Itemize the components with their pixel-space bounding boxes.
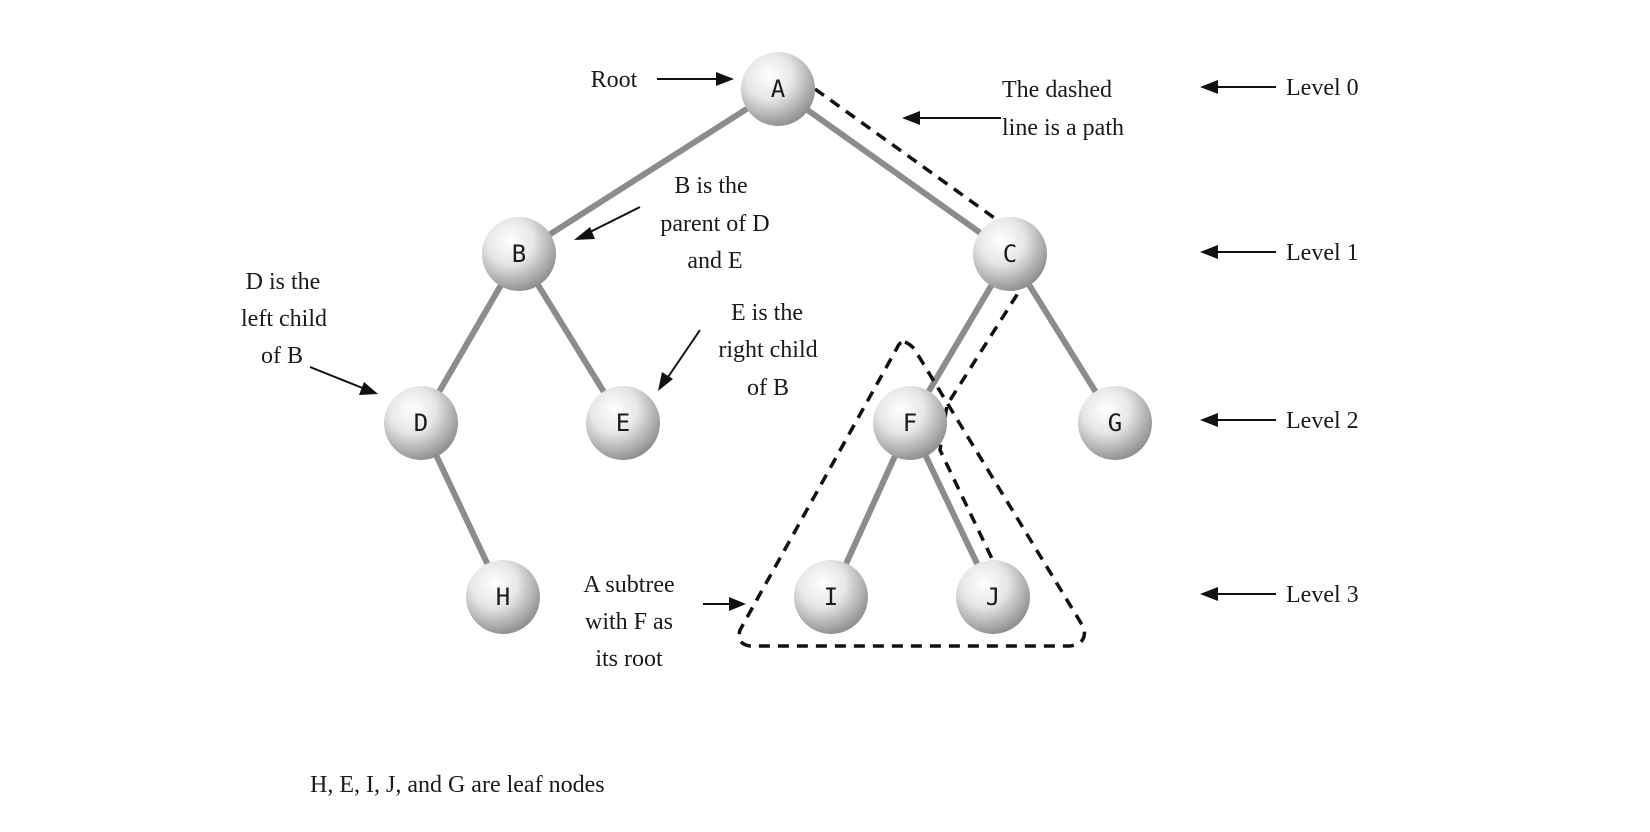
annotation-arrows xyxy=(309,72,1276,611)
left-child-note: D is the left child of B xyxy=(241,269,327,369)
node-j: J xyxy=(956,560,1030,634)
dashed-path xyxy=(813,87,1022,566)
node-g-circle xyxy=(1078,386,1152,460)
path-note-line-1: The dashed xyxy=(1002,77,1112,103)
node-c-circle xyxy=(973,217,1047,291)
right-child-note: E is the right child of B xyxy=(718,300,817,401)
level-3-label: Level 3 xyxy=(1286,582,1359,608)
node-c-label: C xyxy=(1003,240,1017,268)
level-0-arrow-head xyxy=(1200,80,1218,94)
node-d-circle xyxy=(384,386,458,460)
subtree-note-line-1: A subtree xyxy=(583,572,674,598)
left-child-note-line-1: D is the xyxy=(246,269,321,295)
level-labels: Level 0 Level 1 Level 2 Level 3 xyxy=(1286,75,1359,608)
level-1-label: Level 1 xyxy=(1286,240,1359,266)
node-i-circle xyxy=(794,560,868,634)
node-h-circle xyxy=(466,560,540,634)
parent-note-line-2: parent of D xyxy=(660,211,769,237)
node-g-label: G xyxy=(1108,409,1122,437)
path-arrow-head xyxy=(902,111,920,125)
node-f-circle xyxy=(873,386,947,460)
right-child-arrow-head xyxy=(658,372,673,391)
level-3-arrow-head xyxy=(1200,587,1218,601)
node-e: E xyxy=(586,386,660,460)
node-b-circle xyxy=(482,217,556,291)
node-f-label: F xyxy=(903,409,917,437)
level-2-arrow-head xyxy=(1200,413,1218,427)
level-0-label: Level 0 xyxy=(1286,75,1359,101)
subtree-note-line-3: its root xyxy=(595,646,663,672)
root-arrow-head xyxy=(716,72,734,86)
node-a: A xyxy=(741,52,815,126)
path-note: The dashed line is a path xyxy=(1002,77,1124,141)
edge-a-b xyxy=(516,86,781,257)
node-f: F xyxy=(873,386,947,460)
node-d: D xyxy=(384,386,458,460)
level-2-label: Level 2 xyxy=(1286,408,1359,434)
parent-note-line-3: and E xyxy=(687,248,742,274)
right-child-note-line-1: E is the xyxy=(731,300,803,326)
node-h-label: H xyxy=(496,583,510,611)
node-b: B xyxy=(482,217,556,291)
left-child-note-line-2: left child xyxy=(241,306,327,332)
parent-arrow-head xyxy=(574,227,595,240)
node-g: G xyxy=(1078,386,1152,460)
right-child-note-line-3: of B xyxy=(747,375,789,401)
subtree-note-line-2: with F as xyxy=(585,609,673,635)
node-i: I xyxy=(794,560,868,634)
subtree-outline xyxy=(737,340,1087,648)
subtree-arrow-head xyxy=(729,597,746,611)
edge-a-c xyxy=(775,86,1013,257)
subtree-note: A subtree with F as its root xyxy=(583,572,674,672)
node-d-label: D xyxy=(414,409,428,437)
node-a-circle xyxy=(741,52,815,126)
parent-note-line-1: B is the xyxy=(674,173,747,199)
left-child-arrow-head xyxy=(359,382,378,395)
node-a-label: A xyxy=(771,75,786,103)
node-e-label: E xyxy=(616,409,630,437)
level-1-arrow-head xyxy=(1200,245,1218,259)
node-i-label: I xyxy=(824,583,838,611)
path-note-line-2: line is a path xyxy=(1002,115,1124,141)
node-j-circle xyxy=(956,560,1030,634)
node-b-label: B xyxy=(512,240,526,268)
node-e-circle xyxy=(586,386,660,460)
node-j-label: J xyxy=(986,583,1000,611)
parent-note: B is the parent of D and E xyxy=(660,173,769,274)
leaf-note: H, E, I, J, and G are leaf nodes xyxy=(310,772,605,798)
node-c: C xyxy=(973,217,1047,291)
left-child-note-line-3: of B xyxy=(261,343,303,369)
node-h: H xyxy=(466,560,540,634)
right-child-note-line-2: right child xyxy=(718,337,817,363)
root-label: Root xyxy=(591,67,638,93)
